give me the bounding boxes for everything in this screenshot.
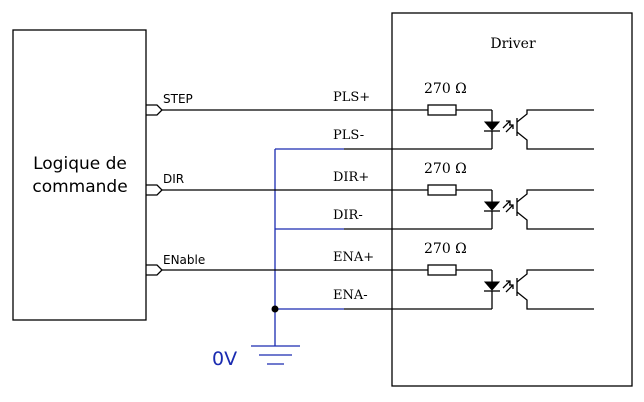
channel-enable bbox=[146, 264, 594, 310]
pin-label-ena-plus: ENA+ bbox=[333, 250, 374, 265]
led-enable bbox=[483, 281, 501, 291]
transistor-emitter-step bbox=[516, 131, 594, 150]
led-step bbox=[483, 121, 501, 131]
resistor-dir bbox=[427, 184, 457, 196]
resistor-label-ena: 270 Ω bbox=[424, 241, 467, 257]
light-arrow1-dir bbox=[502, 200, 511, 209]
light-arrow2-enable bbox=[505, 284, 514, 293]
driver-title: Driver bbox=[490, 36, 536, 52]
pin-label-ena-minus: ENA- bbox=[333, 288, 368, 303]
transistor-emitter-dir bbox=[516, 211, 594, 230]
light-arrow2-dir bbox=[505, 204, 514, 213]
transistor-collector-dir bbox=[516, 189, 594, 203]
pin-label-pls-plus: PLS+ bbox=[333, 90, 370, 105]
transistor-emitter-enable bbox=[516, 291, 594, 310]
led-dir bbox=[483, 201, 501, 211]
transistor-collector-enable bbox=[516, 269, 594, 283]
pin-label-dir-minus: DIR- bbox=[333, 208, 363, 223]
resistor-label-pls: 270 Ω bbox=[424, 81, 467, 97]
channel-dir bbox=[146, 184, 594, 230]
channel-step bbox=[146, 104, 594, 150]
signal-label-step: STEP bbox=[163, 92, 193, 106]
logic-block bbox=[12, 29, 147, 321]
driver-block bbox=[391, 12, 633, 387]
light-arrow1-step bbox=[502, 120, 511, 129]
pin-label-pls-minus: PLS- bbox=[333, 128, 364, 143]
connector-step bbox=[146, 104, 163, 116]
pin-label-dir-plus: DIR+ bbox=[333, 170, 369, 185]
ground-label: 0V bbox=[212, 348, 237, 370]
ground-bus bbox=[251, 148, 344, 365]
connector-dir bbox=[146, 184, 163, 196]
connector-enable bbox=[146, 264, 163, 276]
signal-label-enable: ENable bbox=[163, 253, 205, 267]
transistor-collector-step bbox=[516, 109, 594, 123]
resistor-step bbox=[427, 104, 457, 116]
light-arrow2-step bbox=[505, 124, 514, 133]
signal-label-dir: DIR bbox=[163, 172, 184, 186]
light-arrow1-enable bbox=[502, 280, 511, 289]
logic-block-label-line2: commande bbox=[32, 177, 127, 197]
resistor-enable bbox=[427, 264, 457, 276]
junction-dot bbox=[271, 305, 279, 313]
logic-block-label-line1: Logique de bbox=[33, 154, 127, 174]
resistor-label-dir: 270 Ω bbox=[424, 161, 467, 177]
